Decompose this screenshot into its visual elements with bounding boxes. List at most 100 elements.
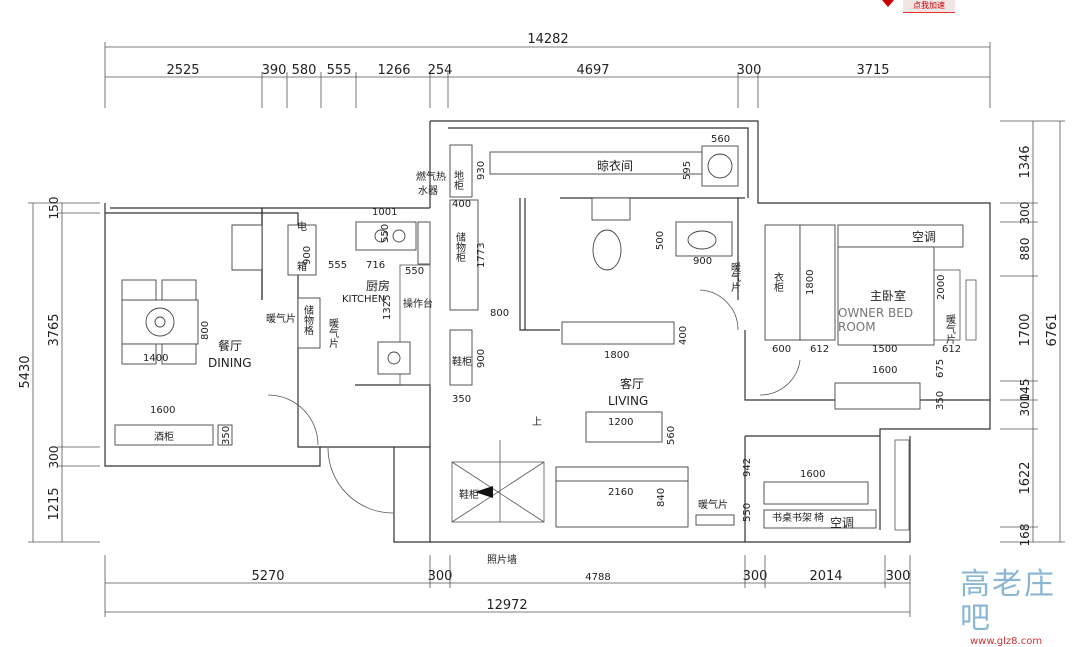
electric-box-label: 电 bbox=[297, 220, 307, 233]
floor-cabinet-label: 地柜 bbox=[452, 169, 464, 191]
inner-dim: 900 bbox=[302, 246, 313, 265]
dim-bottom-seg: 2014 bbox=[809, 569, 842, 584]
photo-wall-label: 照片墙 bbox=[487, 553, 517, 566]
inner-dim: 600 bbox=[772, 344, 791, 355]
inner-dim: 1773 bbox=[476, 243, 487, 268]
dim-top-seg: 2525 bbox=[166, 63, 199, 78]
tv-cabinet bbox=[561, 321, 675, 345]
wardrobe bbox=[764, 224, 801, 341]
inner-dim: 550 bbox=[380, 224, 391, 243]
dim-top-seg: 254 bbox=[428, 63, 453, 78]
dim-right-seg: 880 bbox=[1018, 238, 1032, 261]
ac-bottom-label: 空调 bbox=[830, 516, 854, 530]
inner-dim: 1800 bbox=[805, 270, 816, 295]
dim-right-total: 6761 bbox=[1045, 313, 1060, 346]
desk bbox=[763, 481, 869, 505]
inner-dim: 1600 bbox=[872, 365, 897, 376]
gas-heater-label-2: 水器 bbox=[418, 185, 438, 197]
inner-dim: 900 bbox=[476, 349, 487, 368]
drying-label: 晾衣间 bbox=[597, 158, 633, 173]
wardrobe-label: 衣柜 bbox=[772, 271, 784, 293]
bed bbox=[837, 246, 935, 346]
dim-right-seg: 1700 bbox=[1018, 313, 1033, 346]
dim-bottom-seg: 300 bbox=[428, 569, 453, 584]
inner-dim: 1500 bbox=[872, 344, 897, 355]
inner-dim: 800 bbox=[490, 308, 509, 319]
inner-dims: 1001 550 555 716 550 1325 900 800 1400 8… bbox=[143, 134, 961, 522]
dim-left-seg: 150 bbox=[47, 197, 61, 220]
dim-top-seg: 300 bbox=[737, 63, 762, 78]
radiator-living-label: 暖气片 bbox=[698, 498, 728, 511]
dim-bottom-seg: 300 bbox=[743, 569, 768, 584]
dining-table bbox=[121, 279, 199, 365]
floor-cabinet bbox=[449, 144, 473, 198]
dim-left bbox=[28, 202, 100, 543]
dim-right bbox=[1000, 120, 1065, 543]
speed-badge[interactable]: 点我加速 bbox=[903, 0, 955, 13]
dim-bottom-total: 12972 bbox=[486, 598, 527, 613]
wine-cabinet-side bbox=[217, 424, 233, 446]
dim-bottom-seg: 4788 bbox=[585, 572, 610, 583]
wine-cabinet-label: 酒柜 bbox=[154, 430, 174, 443]
storage-cabinet bbox=[449, 199, 479, 311]
inner-dim: 350 bbox=[935, 391, 946, 410]
master-label-zh: 主卧室 bbox=[870, 288, 906, 303]
inner-dim: 1325 bbox=[382, 295, 393, 320]
shoe-cabinet-label: 鞋柜 bbox=[452, 355, 472, 368]
inner-dim: 800 bbox=[200, 321, 211, 340]
inner-dim: 1400 bbox=[143, 353, 168, 364]
box-label: 箱 bbox=[297, 260, 307, 273]
inner-dim: 1800 bbox=[604, 350, 629, 361]
dim-bottom-seg: 5270 bbox=[251, 569, 284, 584]
desk-shelf-label: 书桌书架 bbox=[772, 511, 812, 524]
wine-cabinet bbox=[114, 424, 214, 446]
inner-dim: 716 bbox=[366, 260, 385, 271]
toilet-tank bbox=[591, 197, 631, 221]
watermark-brand: 高老庄吧 bbox=[960, 567, 1056, 636]
dining-sideboard bbox=[231, 224, 263, 271]
inner-dim: 2000 bbox=[936, 275, 947, 300]
dim-top-seg: 4697 bbox=[576, 63, 609, 78]
bedroom-dresser bbox=[834, 382, 921, 410]
inner-dim: 900 bbox=[693, 256, 712, 267]
drying-rack bbox=[489, 151, 703, 175]
dim-left-seg: 3765 bbox=[47, 313, 62, 346]
dim-right-seg: 145 bbox=[1018, 379, 1032, 402]
inner-dim: 555 bbox=[328, 260, 347, 271]
dim-top-total: 14282 bbox=[527, 32, 568, 47]
staircase bbox=[451, 440, 545, 523]
inner-dim: 550 bbox=[405, 266, 424, 277]
stair-arrow-icon bbox=[475, 486, 493, 498]
storage-grid bbox=[297, 297, 321, 349]
dim-right-seg: 1346 bbox=[1018, 145, 1033, 178]
floor-plan: 14282 2525 390 580 555 1266 254 4697 300… bbox=[18, 32, 1065, 617]
storage-grid-label: 储物格 bbox=[302, 304, 314, 336]
dim-left-seg: 300 bbox=[47, 446, 61, 469]
chair-label: 椅 bbox=[814, 511, 824, 524]
dim-top-seg: 1266 bbox=[377, 63, 410, 78]
dining-label-en: DINING bbox=[208, 356, 252, 370]
master-label-en1: OWNER BED bbox=[838, 306, 913, 320]
ac-top-label: 空调 bbox=[912, 230, 936, 244]
up-label: 上 bbox=[532, 416, 542, 428]
inner-dim: 930 bbox=[476, 161, 487, 180]
dim-top-seg: 3715 bbox=[856, 63, 889, 78]
bed-headboard bbox=[837, 224, 964, 248]
inner-dim: 675 bbox=[935, 359, 946, 378]
door-arc bbox=[759, 359, 801, 396]
dim-left-seg: 1215 bbox=[47, 487, 62, 520]
radiator-bed-label: 暖气片 bbox=[944, 313, 956, 345]
inner-dim: 400 bbox=[678, 326, 689, 345]
door-arc bbox=[699, 289, 739, 331]
prep-counter-outline bbox=[399, 264, 431, 386]
kitchen-label-en: KITCHEN bbox=[342, 294, 385, 305]
inner-dim: 1600 bbox=[800, 469, 825, 480]
gas-heater-label-1: 燃气热 bbox=[416, 170, 446, 183]
inner-dim: 350 bbox=[452, 394, 471, 405]
radiator-bottom bbox=[695, 514, 735, 526]
door-arc bbox=[327, 447, 394, 514]
dining-label-zh: 餐厅 bbox=[218, 338, 242, 353]
inner-dim: 550 bbox=[742, 503, 753, 522]
kitchen-counter bbox=[417, 221, 431, 265]
inner-dim: 560 bbox=[711, 134, 730, 145]
